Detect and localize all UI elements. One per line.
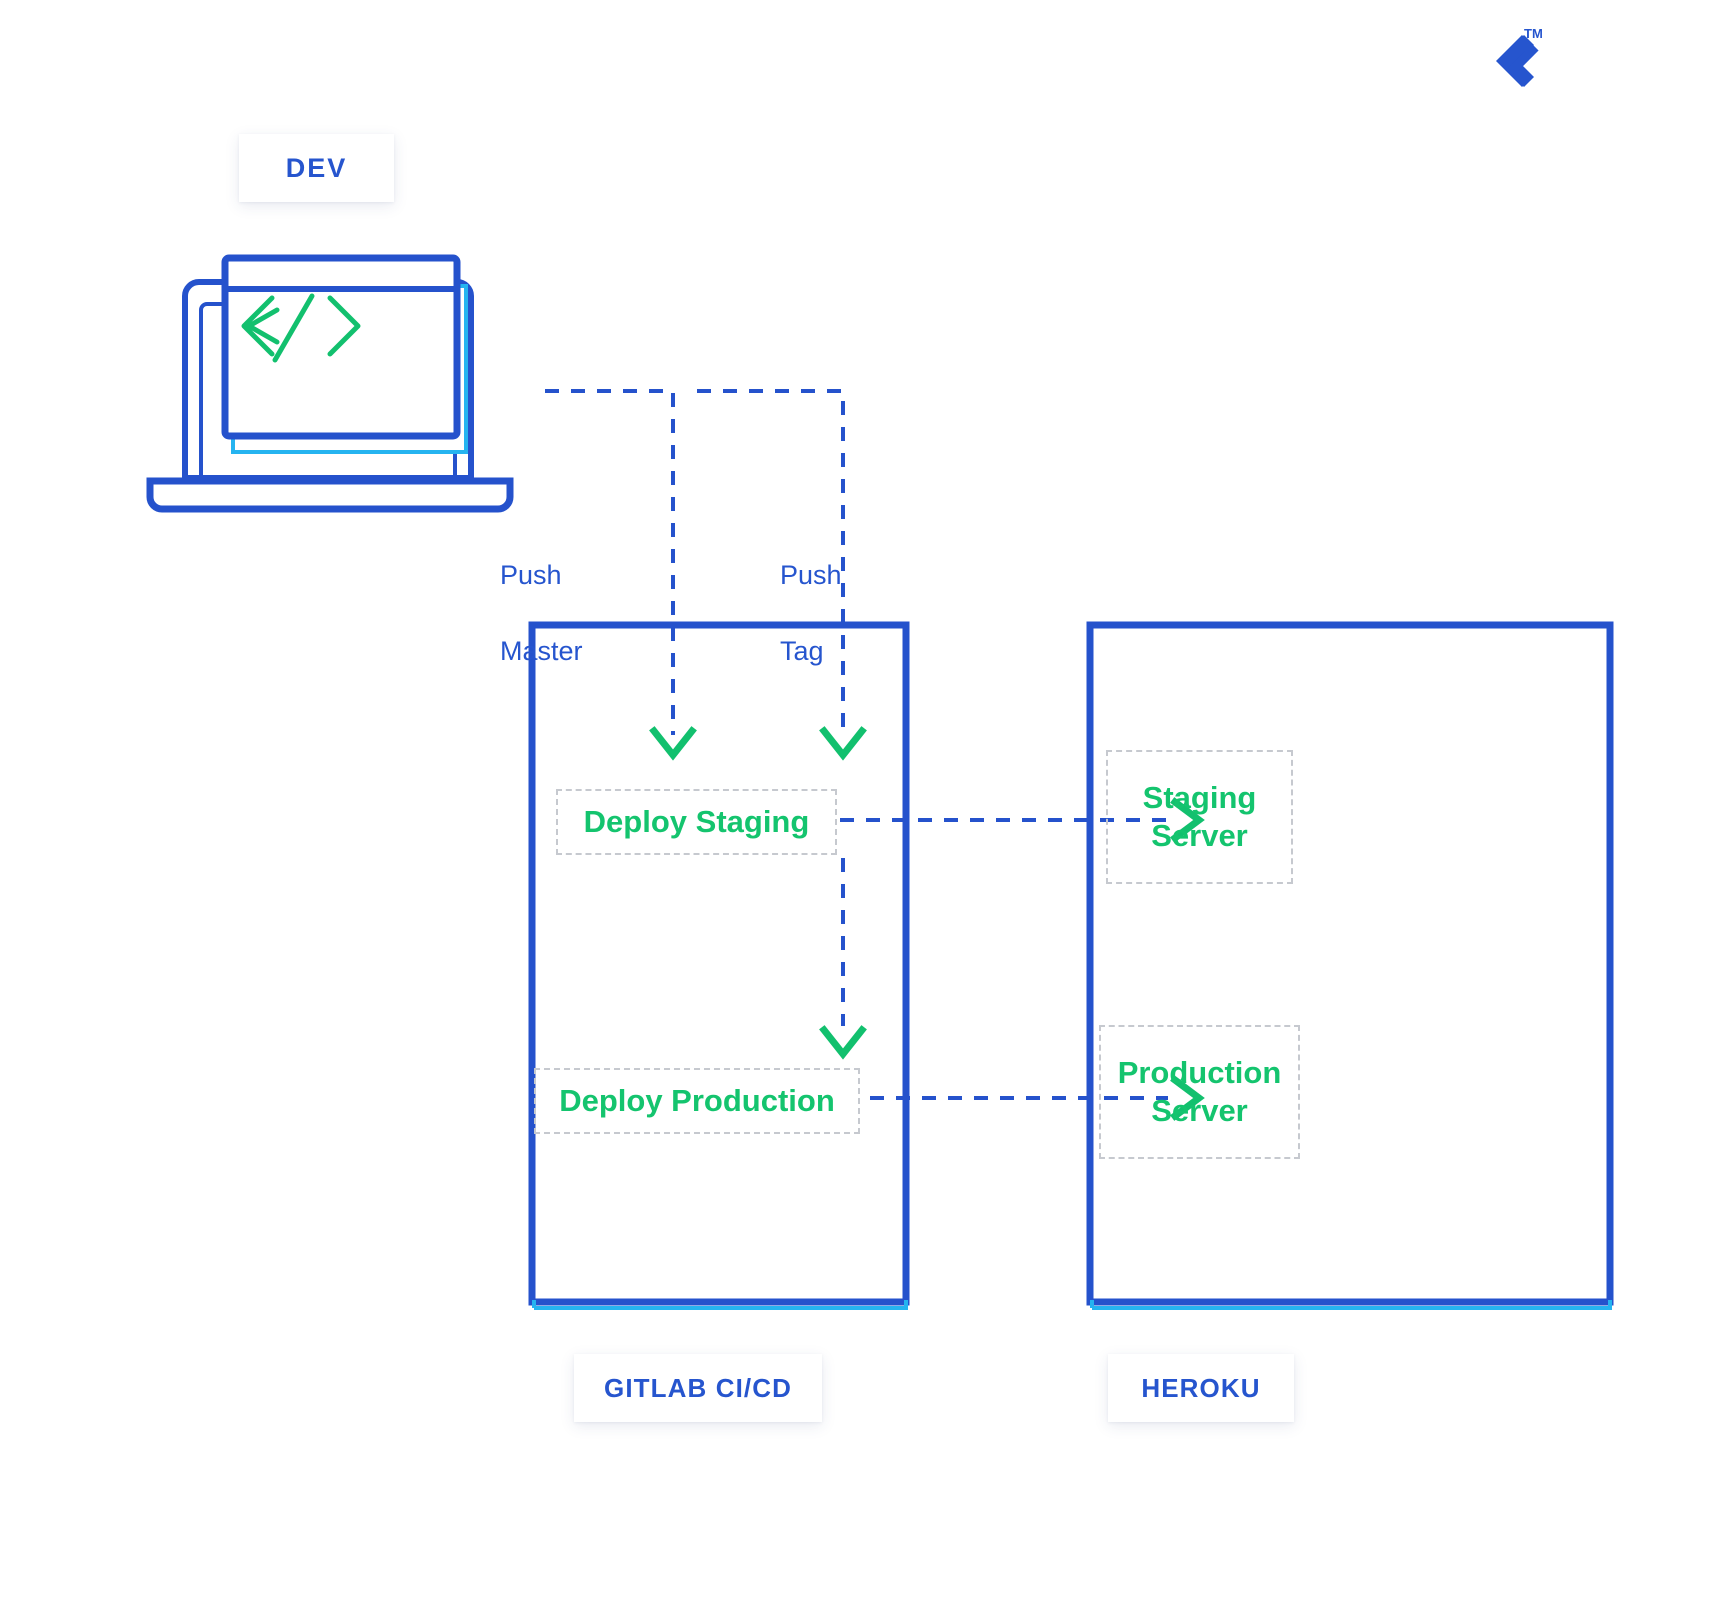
gitlab-ci-cd-panel	[528, 621, 910, 1310]
heroku-panel	[1086, 621, 1614, 1310]
edge-label-push-master: Push Master	[500, 518, 583, 708]
laptop-code-icon	[146, 254, 514, 513]
deploy-production-node[interactable]: Deploy Production	[534, 1068, 860, 1134]
gitlab-ci-cd-label-chip: GITLAB CI/CD	[574, 1354, 822, 1422]
trademark-symbol: TM	[1524, 26, 1543, 41]
toptal-logo-icon	[1496, 35, 1539, 87]
edge-deploy-production-to-production-server	[870, 1075, 1205, 1121]
edge-label-push-tag: Push Tag	[780, 518, 842, 708]
push-tag-line-2: Tag	[780, 636, 824, 666]
production-server-line-1: Production	[1117, 1055, 1282, 1091]
heroku-label-chip: HEROKU	[1108, 1354, 1294, 1422]
staging-server-line-1: Staging	[1142, 780, 1257, 816]
push-master-line-1: Push	[500, 560, 562, 590]
staging-server-line-2: Server	[1151, 818, 1248, 853]
staging-server-node[interactable]: Staging Server	[1106, 750, 1293, 884]
deploy-staging-node[interactable]: Deploy Staging	[556, 789, 837, 855]
edge-deploy-staging-to-staging-server	[840, 797, 1205, 843]
edge-push-master	[545, 389, 697, 761]
dev-label-chip: DEV	[239, 134, 394, 202]
production-server-node[interactable]: Production Server	[1099, 1025, 1300, 1159]
edge-staging-to-production	[819, 858, 867, 1060]
push-tag-line-1: Push	[780, 560, 842, 590]
edge-push-tag	[697, 389, 867, 761]
production-server-line-2: Server	[1151, 1093, 1248, 1128]
push-master-line-2: Master	[500, 636, 583, 666]
